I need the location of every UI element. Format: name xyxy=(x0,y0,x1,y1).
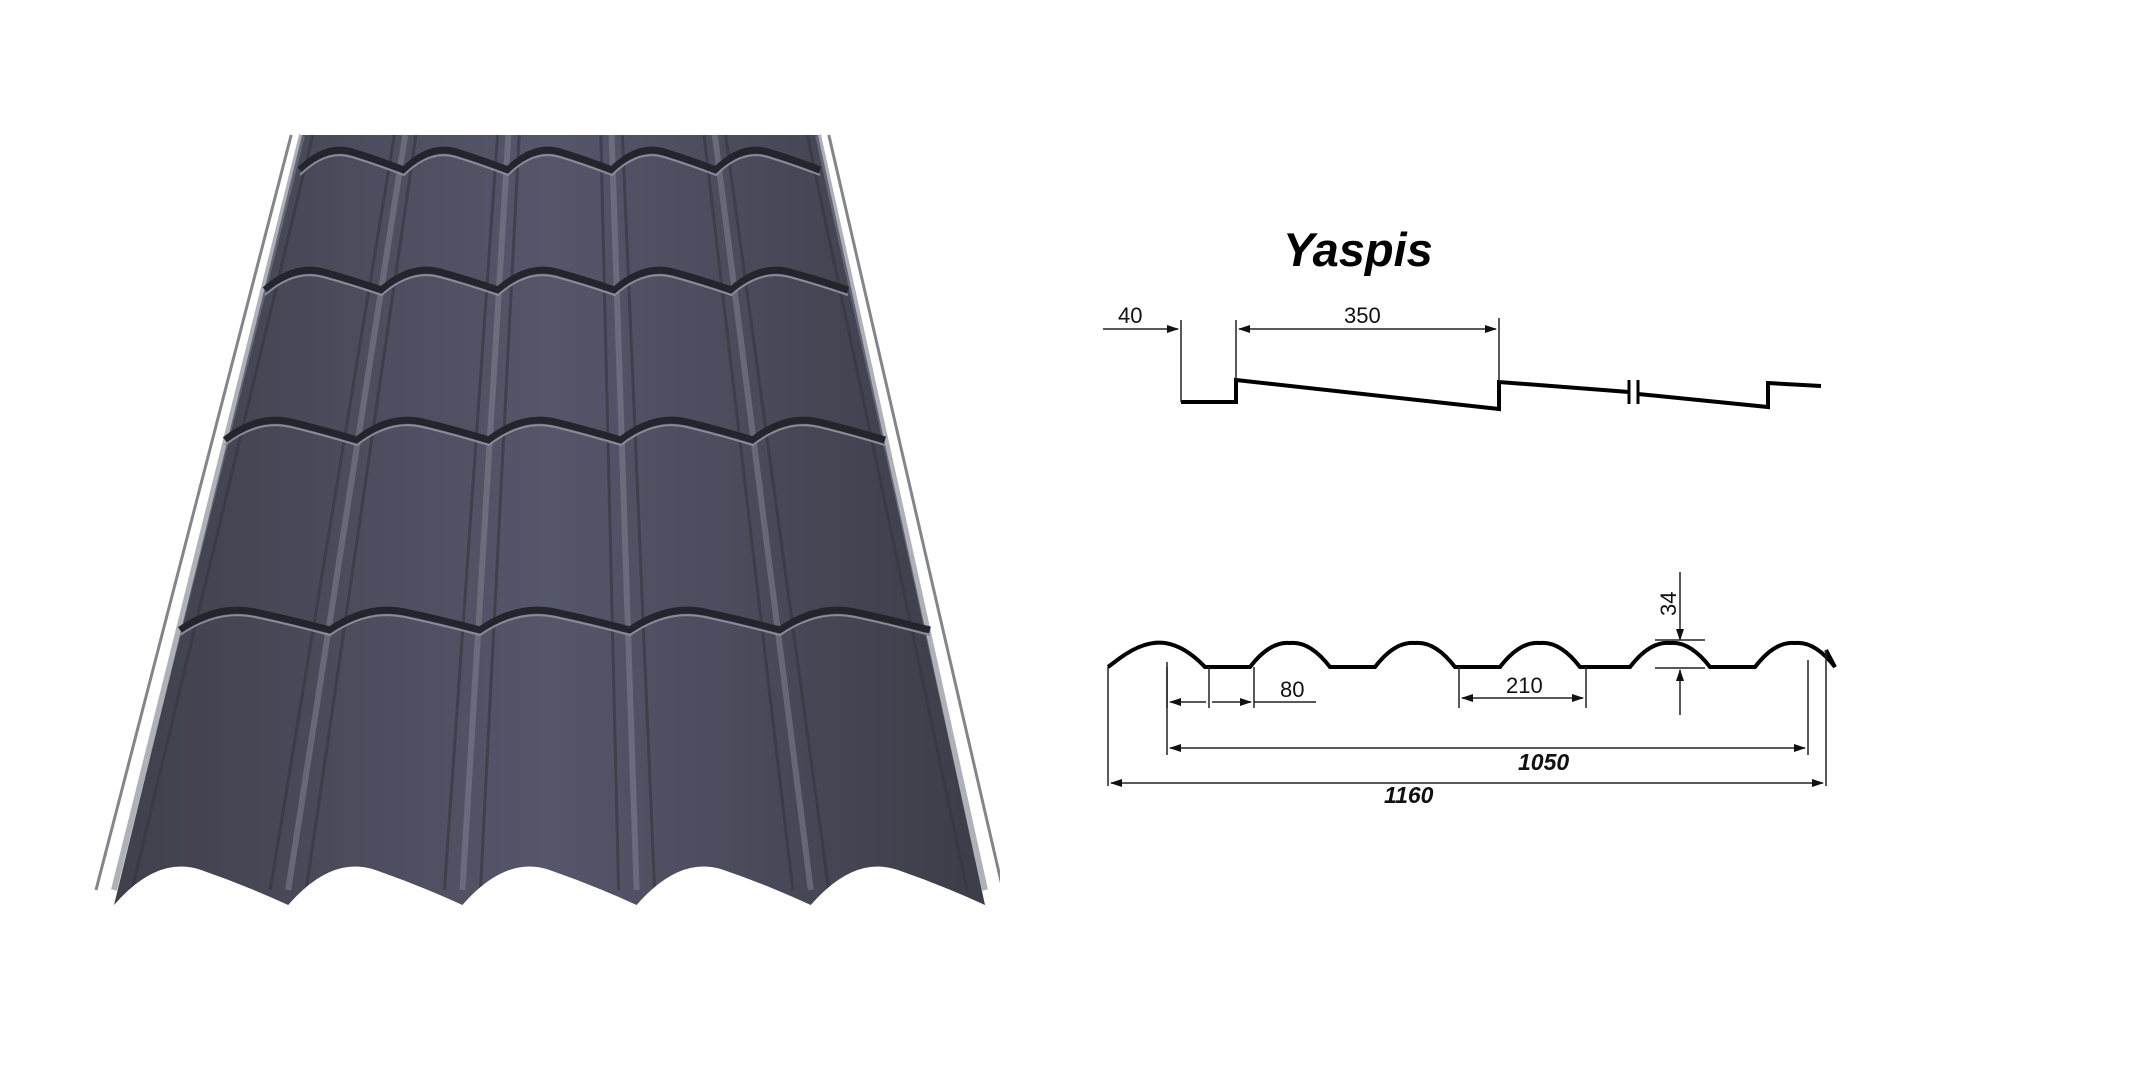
sheet-rib xyxy=(285,134,409,891)
dim-wave-label: 210 xyxy=(1506,673,1543,698)
sheet-rib xyxy=(111,134,305,891)
sheet-rib xyxy=(608,134,640,891)
sheet-rib xyxy=(478,134,521,891)
sheet-rib xyxy=(815,134,988,891)
sheet-step-highlight xyxy=(299,154,821,177)
sheet-rib xyxy=(805,134,969,891)
dim-total-width-label: 1160 xyxy=(1384,782,1434,808)
sheet-step xyxy=(222,416,887,444)
sheet-rib xyxy=(724,134,831,891)
product-title: Yaspis xyxy=(1283,223,1433,276)
sheet-rib xyxy=(599,134,621,891)
side-profile-line-left xyxy=(1181,377,1630,412)
side-profile-line-right xyxy=(1637,380,1822,410)
sheet-rib xyxy=(130,134,315,891)
dim-effective-width-label: 1050 xyxy=(1518,749,1569,775)
sheet-step-highlight xyxy=(224,424,886,447)
side-profile: 40 350 xyxy=(1103,303,1822,412)
sheet-step xyxy=(178,606,931,634)
sheet-rib xyxy=(442,134,500,891)
dim-step-label: 40 xyxy=(1118,303,1142,328)
sheet-rib xyxy=(94,134,293,891)
sheet-rib xyxy=(620,134,657,891)
sheet-bottom-edge xyxy=(100,866,1000,920)
sheet-rib xyxy=(702,134,795,891)
dim-height-label: 34 xyxy=(1656,592,1681,616)
sheet-step-highlight xyxy=(179,614,931,637)
sheet-step xyxy=(297,146,822,175)
cross-section: 80 210 34 1050 1160 xyxy=(1106,572,1837,808)
sheet-rib xyxy=(827,134,1000,884)
sheet-step-highlight xyxy=(264,274,849,297)
roof-sheet-image xyxy=(94,134,1000,920)
sheet-rib xyxy=(268,134,396,891)
sheet-steps xyxy=(178,146,931,637)
dim-pitch-label: 350 xyxy=(1344,303,1381,328)
dim-valley-label: 80 xyxy=(1280,677,1304,702)
sheet-ribs xyxy=(94,134,1000,891)
cross-section-profile xyxy=(1106,640,1837,669)
sheet-rib xyxy=(304,134,418,891)
sheet-step xyxy=(262,266,850,294)
sheet-rib xyxy=(459,134,512,891)
sheet-rib xyxy=(711,134,814,891)
